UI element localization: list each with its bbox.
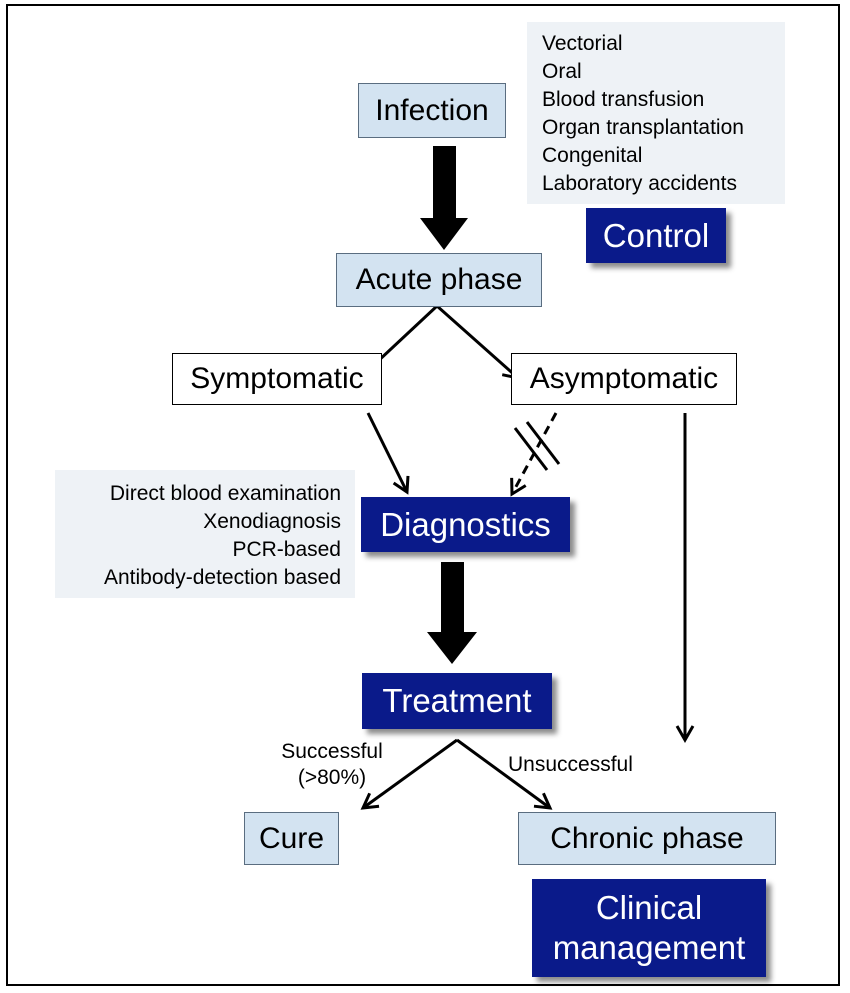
cure-node: Cure [244,812,339,865]
diagnostic-method-item: PCR-based [232,538,341,561]
thick-arrow-diagnostics-treatment [427,562,477,664]
clinical-management-node: Clinical management [532,879,766,977]
diagnostic-method-item: Xenodiagnosis [203,510,341,533]
asymptomatic-label: Asymptomatic [529,362,719,395]
treatment-label: Treatment [382,682,532,719]
route-item: Vectorial [542,32,623,55]
acute-phase-node: Acute phase [336,253,542,307]
successful-line1: Successful [281,740,383,763]
chronic-phase-label: Chronic phase [550,821,744,855]
arrow-symptomatic-diagnostics [366,412,410,495]
control-node: Control [586,208,726,263]
acute-phase-label: Acute phase [355,263,523,296]
block-mark-1 [513,427,549,471]
route-item: Blood transfusion [542,88,705,111]
route-item: Organ transplantation [542,116,744,139]
diagnostic-method-item: Antibody-detection based [104,566,341,589]
asymptomatic-node: Asymptomatic [511,353,737,405]
symptomatic-label: Symptomatic [190,362,364,395]
diagnostic-method-item: Direct blood examination [109,482,341,505]
route-item: Oral [542,60,582,83]
route-item: Congenital [542,144,643,167]
arrow-acute-asymptomatic [436,304,521,381]
symptomatic-node: Symptomatic [172,353,382,405]
transmission-routes-panel: Vectorial Oral Blood transfusion Organ t… [527,22,785,204]
arrow-treatment-cure [360,738,458,810]
arrow-treatment-chronic [456,738,553,810]
diagram-frame [6,4,840,986]
diagnostics-node: Diagnostics [361,497,570,552]
infection-label: Infection [375,93,489,127]
cure-label: Cure [258,821,325,855]
control-label: Control [602,216,710,254]
diagnostics-label: Diagnostics [380,505,551,543]
infection-node: Infection [358,83,506,138]
clinical-management-line1: Clinical [595,889,703,926]
unsuccessful-edge-label: Unsuccessful [508,753,633,776]
route-item: Laboratory accidents [542,172,737,195]
block-mark-2 [525,421,561,465]
treatment-node: Treatment [362,673,552,729]
chronic-phase-node: Chronic phase [518,812,776,865]
successful-line2: (>80%) [297,766,367,789]
diagnostic-methods-panel: Direct blood examination Xenodiagnosis P… [55,470,355,598]
clinical-management-line2: management [552,929,746,966]
thick-arrow-infection-acute [420,146,468,250]
successful-edge-label: Successful (>80%) [262,739,402,791]
